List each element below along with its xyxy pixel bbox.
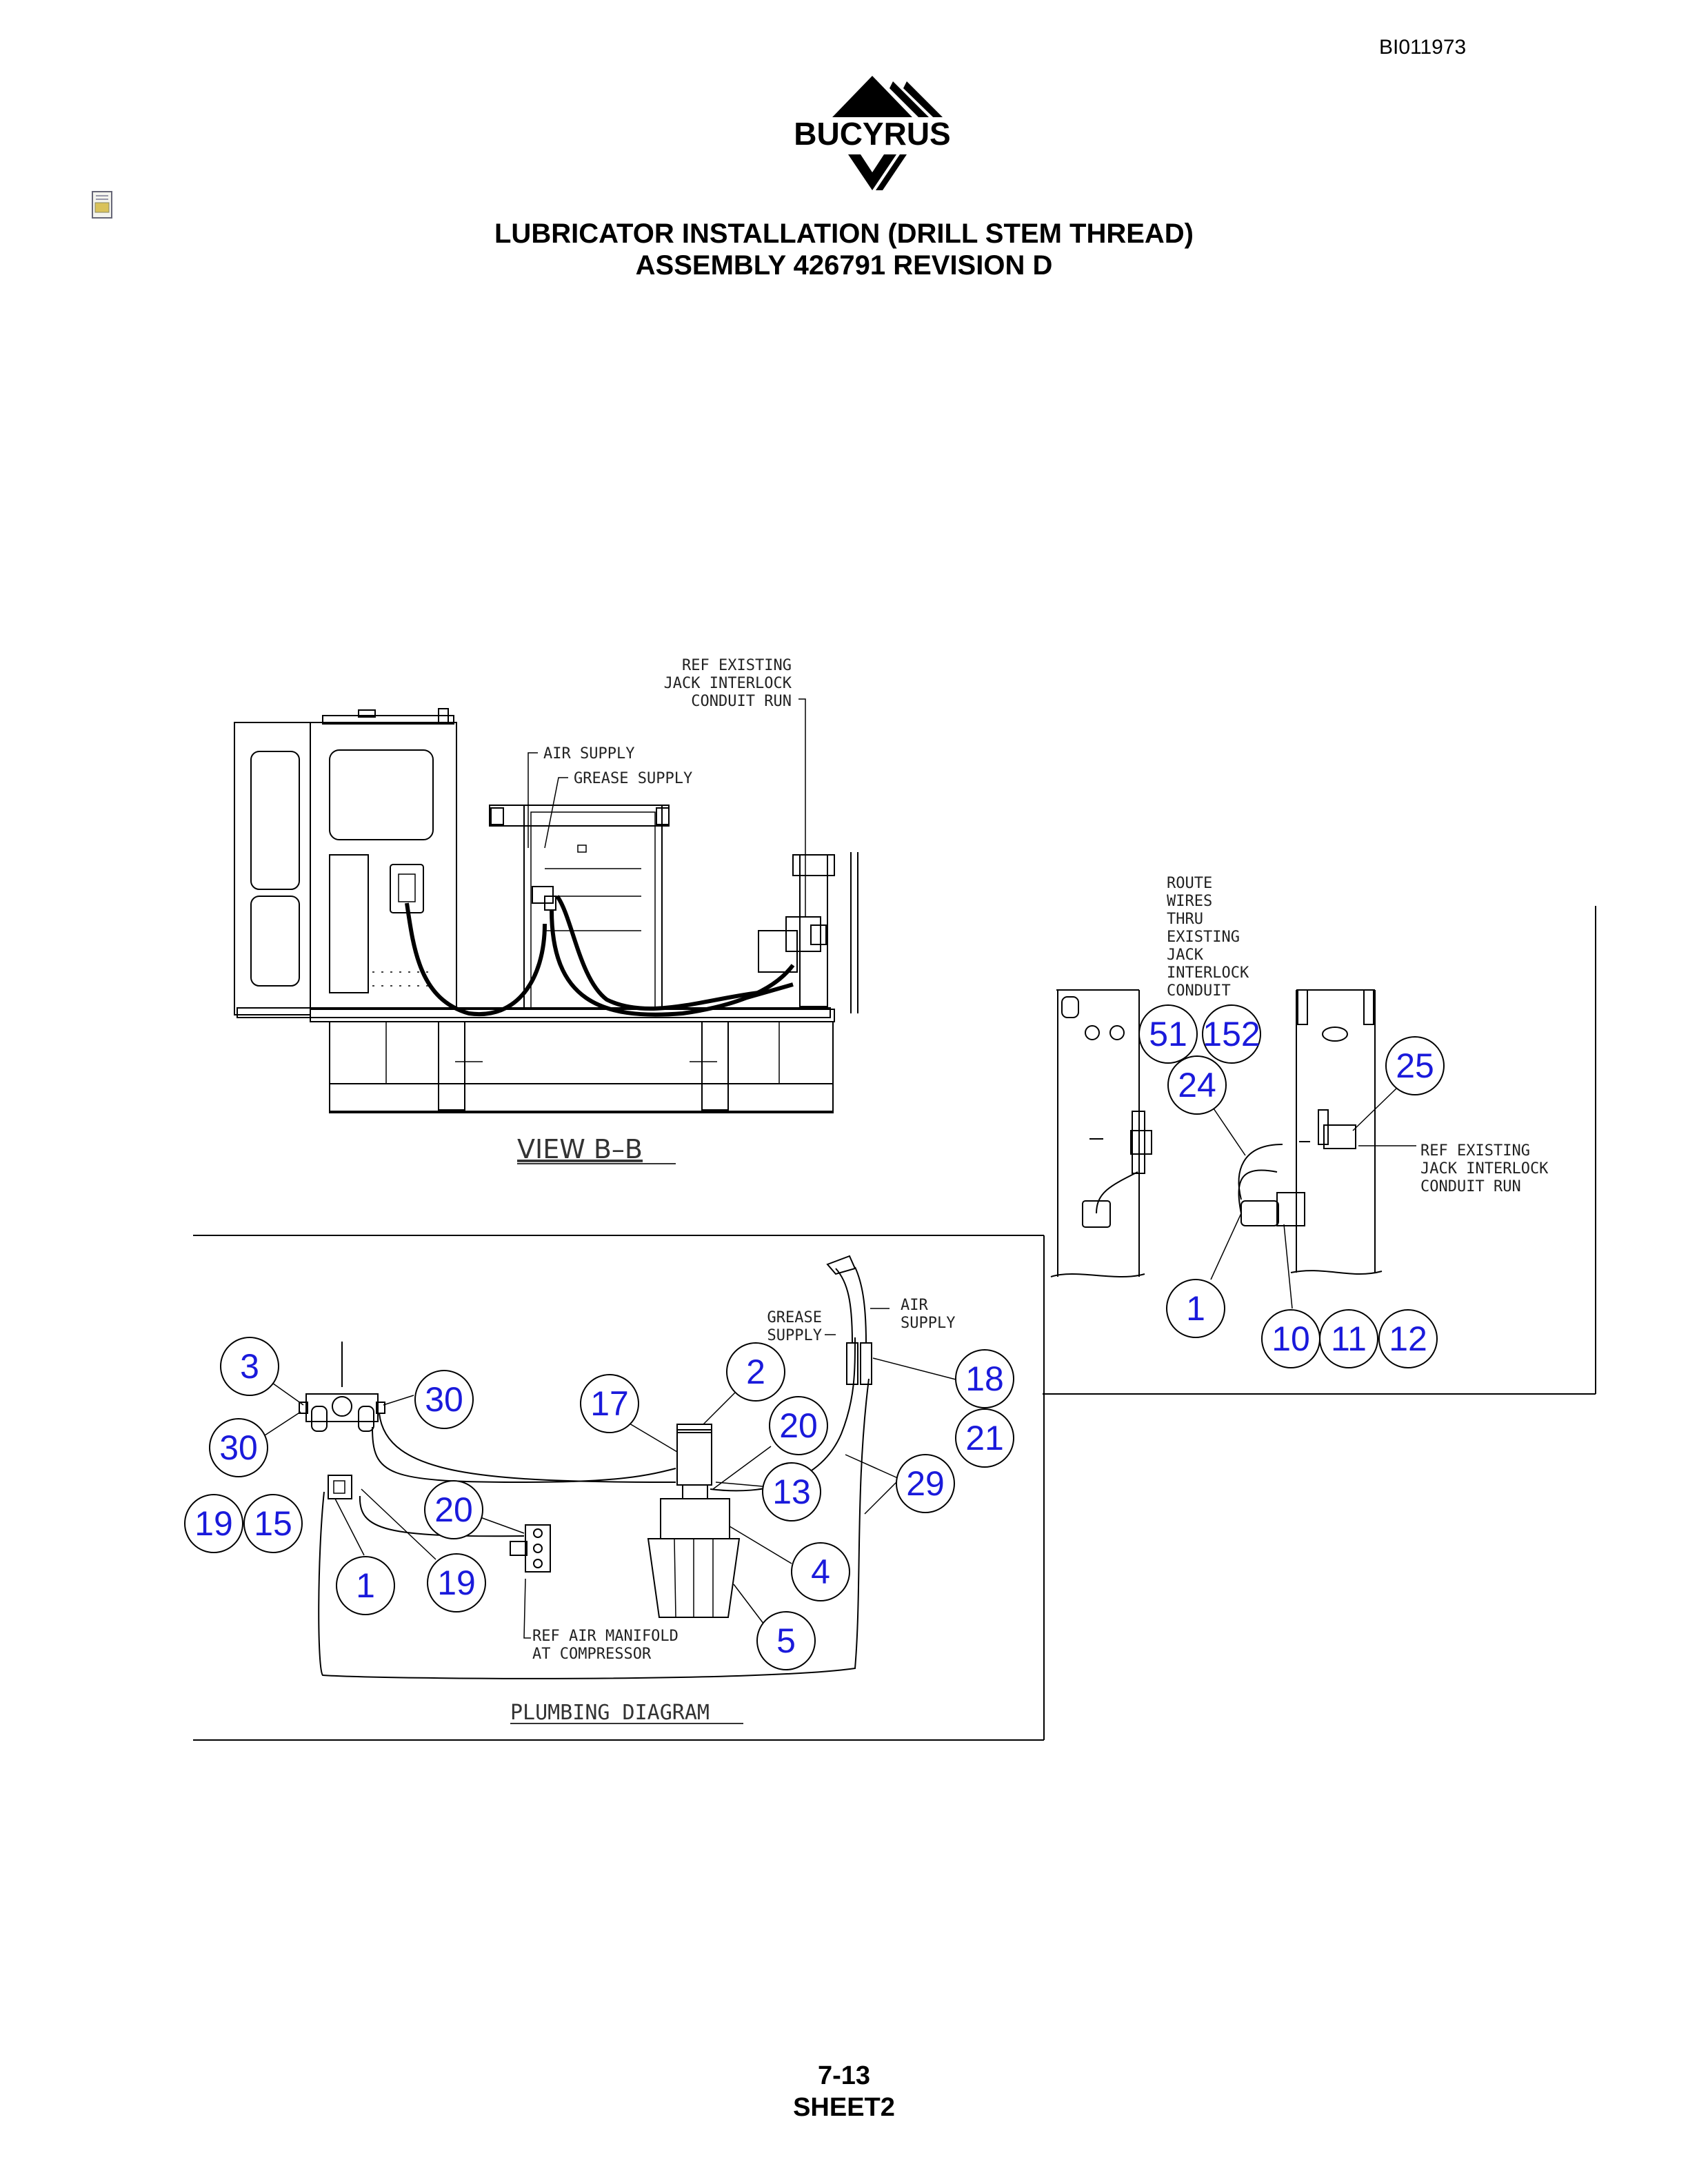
svg-text:21: 21 [965,1419,1004,1457]
document-icon[interactable] [90,190,117,221]
air-supply-label: AIR SUPPLY [543,745,634,762]
balloon-30-a: 30 [414,1370,474,1429]
sheet-label: SHEET2 [793,2093,895,2122]
balloon-15: 15 [243,1494,303,1553]
grease-supply-label-2: SUPPLY [767,1327,822,1344]
balloon-19-a: 19 [184,1494,243,1553]
balloon-1: 1 [1166,1279,1225,1338]
svg-text:12: 12 [1389,1320,1427,1358]
svg-text:THRU: THRU [1167,911,1203,928]
detail-ref-label-3: CONDUIT RUN [1420,1178,1521,1195]
balloon-5: 5 [756,1611,816,1670]
air-supply-label-2: SUPPLY [901,1315,955,1332]
balloon-10: 10 [1261,1309,1320,1368]
svg-text:51: 51 [1149,1015,1187,1053]
svg-text:5: 5 [776,1621,796,1660]
balloon-3: 3 [220,1337,279,1396]
balloon-4: 4 [791,1542,850,1601]
svg-text:30: 30 [219,1428,258,1467]
bucyrus-logo: BUCYRUS [772,76,972,190]
svg-text:1: 1 [1186,1289,1205,1328]
detail-view: ROUTE WIRES THRU EXISTING JACK INTERLOCK… [1043,875,1596,1395]
drawing-title: LUBRICATOR INSTALLATION (DRILL STEM THRE… [0,218,1688,281]
balloon-24: 24 [1167,1055,1227,1115]
balloon-18: 18 [955,1349,1014,1408]
balloon-11: 11 [1319,1309,1378,1368]
svg-text:EXISTING: EXISTING [1167,929,1240,946]
ref-conduit-label-2: JACK INTERLOCK [664,675,792,692]
svg-text:17: 17 [590,1384,629,1423]
svg-text:WIRES: WIRES [1167,893,1212,910]
ref-conduit-label-3: CONDUIT RUN [691,693,792,710]
title-line-2: ASSEMBLY 426791 REVISION D [635,250,1053,281]
svg-text:20: 20 [779,1406,818,1445]
view-bb-title: VIEW B–B [517,1134,643,1164]
ref-air-manifold-label-1: REF AIR MANIFOLD [532,1628,679,1645]
ref-conduit-label-1: REF EXISTING [682,657,792,674]
svg-text:25: 25 [1396,1046,1434,1085]
balloon-17: 17 [580,1374,639,1433]
balloon-51: 51 [1138,1004,1198,1064]
balloon-30-b: 30 [209,1418,268,1477]
svg-text:152: 152 [1203,1015,1260,1053]
route-wires-note: ROUTE WIRES THRU EXISTING JACK INTERLOCK… [1167,875,1249,1000]
svg-text:INTERLOCK: INTERLOCK [1167,964,1249,982]
svg-text:1: 1 [356,1566,375,1605]
grease-supply-label-1: GREASE [767,1309,822,1326]
balloon-25: 25 [1385,1036,1445,1095]
svg-text:CONDUIT: CONDUIT [1167,982,1231,1000]
balloon-19-b: 19 [427,1553,486,1612]
svg-text:18: 18 [965,1359,1004,1398]
detail-ref-label-1: REF EXISTING [1420,1142,1530,1160]
ref-air-manifold-label-2: AT COMPRESSOR [532,1646,652,1663]
svg-text:4: 4 [811,1553,830,1591]
balloon-2: 2 [726,1342,785,1402]
balloon-21: 21 [955,1408,1014,1468]
svg-text:19: 19 [194,1504,233,1543]
svg-text:20: 20 [434,1490,473,1529]
grease-supply-label: GREASE SUPPLY [574,770,692,787]
detail-ref-label-2: JACK INTERLOCK [1420,1160,1549,1177]
svg-text:11: 11 [1331,1320,1367,1358]
balloon-1-plumbing: 1 [336,1556,395,1615]
view-bb: REF EXISTING JACK INTERLOCK CONDUIT RUN … [234,657,858,1164]
balloon-152: 152 [1202,1004,1261,1064]
balloon-20-b: 20 [769,1396,828,1455]
balloon-12: 12 [1378,1309,1438,1368]
balloon-20-a: 20 [424,1480,483,1539]
svg-text:30: 30 [425,1380,463,1419]
svg-text:ROUTE: ROUTE [1167,875,1212,892]
svg-text:2: 2 [746,1353,765,1391]
svg-text:19: 19 [437,1564,476,1602]
svg-text:29: 29 [906,1464,945,1503]
plumbing-diagram-title: PLUMBING DIAGRAM [510,1701,710,1725]
plumbing-diagram: GREASE SUPPLY AIR SUPPLY REF AIR MANIFOL… [184,1235,1045,1741]
svg-text:JACK: JACK [1167,947,1204,964]
balloon-29: 29 [896,1454,955,1513]
svg-text:13: 13 [772,1473,811,1511]
page-number: 7-13 [817,2061,871,2090]
air-supply-label-1: AIR [901,1297,928,1314]
balloon-13: 13 [762,1462,821,1521]
document-id: BI011973 [1379,36,1467,59]
page-footer: 7-13 SHEET2 [0,2060,1688,2123]
svg-text:15: 15 [254,1504,292,1543]
svg-text:10: 10 [1272,1320,1310,1358]
svg-text:24: 24 [1178,1066,1216,1104]
svg-text:BUCYRUS: BUCYRUS [794,116,950,152]
title-line-1: LUBRICATOR INSTALLATION (DRILL STEM THRE… [494,219,1194,249]
svg-text:3: 3 [240,1347,259,1386]
